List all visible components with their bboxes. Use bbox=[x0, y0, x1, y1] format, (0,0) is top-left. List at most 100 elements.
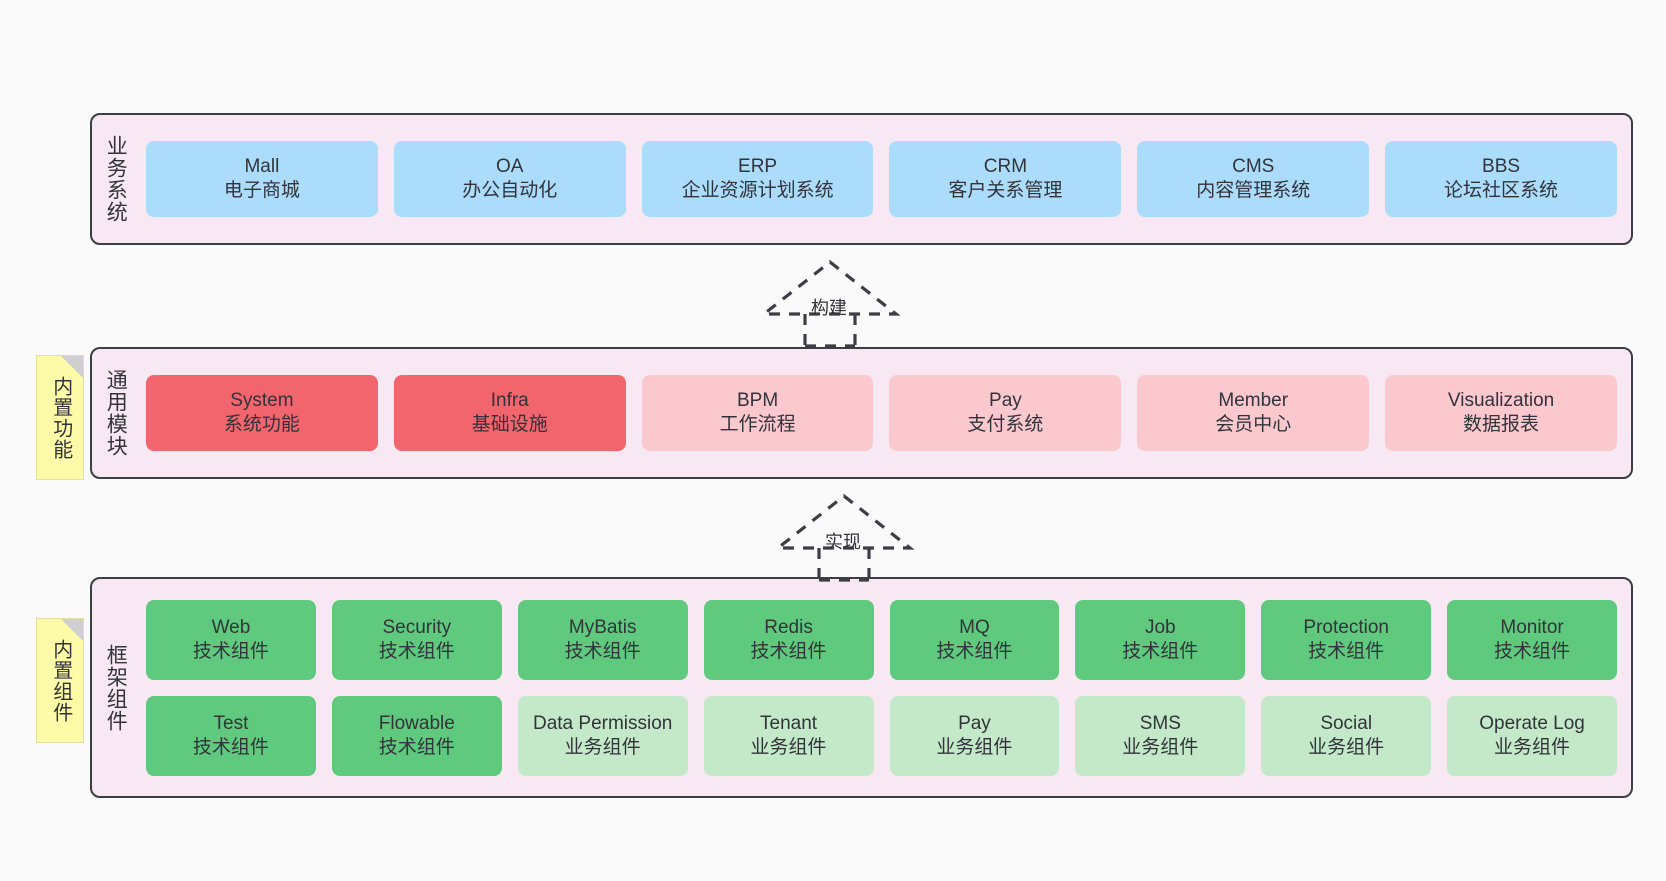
connector-build-arrow bbox=[759, 259, 901, 348]
card-title: Web bbox=[211, 616, 251, 638]
card-title: Protection bbox=[1303, 616, 1389, 638]
card-job[interactable]: Job 技术组件 bbox=[1075, 599, 1246, 680]
connector-build-label: 构建 bbox=[811, 298, 847, 318]
card-subtitle: 技术组件 bbox=[378, 640, 455, 662]
card-subtitle: 技术组件 bbox=[192, 640, 269, 662]
card-title: Social bbox=[1320, 712, 1373, 734]
card-subtitle: 数据报表 bbox=[1463, 414, 1540, 435]
card-row: Web 技术组件 Security 技术组件 MyBatis 技术组件 Redi… bbox=[146, 599, 1617, 680]
card-subtitle: 技术组件 bbox=[1494, 640, 1571, 662]
card-title: Operate Log bbox=[1479, 712, 1585, 734]
note-fold-corner-icon bbox=[61, 356, 83, 378]
card-title: BPM bbox=[736, 390, 779, 412]
layer-framework-components: 框架组件 Web 技术组件 Security 技术组件 MyBatis 技术组件… bbox=[90, 577, 1633, 798]
card-title: CRM bbox=[983, 156, 1028, 178]
card-protection[interactable]: Protection 技术组件 bbox=[1261, 599, 1432, 680]
card-cms[interactable]: CMS 内容管理系统 bbox=[1137, 141, 1370, 217]
card-title: Infra bbox=[490, 390, 529, 412]
card-operate-log[interactable]: Operate Log 业务组件 bbox=[1447, 695, 1617, 776]
card-pay-component[interactable]: Pay 业务组件 bbox=[889, 695, 1060, 776]
card-title: Pay bbox=[989, 390, 1022, 412]
card-title: Flowable bbox=[378, 712, 455, 734]
card-tenant[interactable]: Tenant 业务组件 bbox=[703, 695, 874, 776]
card-bpm[interactable]: BPM 工作流程 bbox=[641, 375, 874, 451]
card-infra[interactable]: Infra 基础设施 bbox=[393, 375, 626, 451]
card-member[interactable]: Member 会员中心 bbox=[1137, 375, 1370, 451]
card-system[interactable]: System 系统功能 bbox=[146, 375, 378, 451]
card-test[interactable]: Test 技术组件 bbox=[146, 695, 316, 776]
card-title: Pay bbox=[958, 712, 991, 734]
card-title: System bbox=[230, 390, 294, 412]
layer-business-systems: 业务系统 Mall 电子商城 OA 办公自动化 ERP 企业资源计划系统 CRM… bbox=[90, 113, 1633, 245]
layer-body-common-modules: System 系统功能 Infra 基础设施 BPM 工作流程 Pay 支付系统… bbox=[138, 349, 1631, 477]
card-subtitle: 内容管理系统 bbox=[1196, 180, 1311, 201]
note-label: 内置组件 bbox=[49, 638, 72, 723]
card-subtitle: 技术组件 bbox=[192, 736, 269, 758]
card-subtitle: 技术组件 bbox=[378, 736, 455, 758]
card-title: MyBatis bbox=[568, 616, 637, 638]
card-row: System 系统功能 Infra 基础设施 BPM 工作流程 Pay 支付系统… bbox=[146, 375, 1617, 451]
card-data-permission[interactable]: Data Permission 业务组件 bbox=[517, 695, 688, 776]
card-bbs[interactable]: BBS 论坛社区系统 bbox=[1385, 141, 1617, 217]
card-title: Mall bbox=[244, 156, 280, 178]
card-web[interactable]: Web 技术组件 bbox=[146, 599, 316, 680]
card-subtitle: 支付系统 bbox=[967, 414, 1044, 435]
layer-label-common-modules: 通用模块 bbox=[104, 369, 128, 457]
card-subtitle: 技术组件 bbox=[936, 640, 1013, 662]
card-redis[interactable]: Redis 技术组件 bbox=[703, 599, 874, 680]
card-title: ERP bbox=[738, 156, 778, 178]
card-subtitle: 业务组件 bbox=[1494, 736, 1571, 758]
card-title: MQ bbox=[959, 616, 990, 638]
card-subtitle: 电子商城 bbox=[223, 180, 300, 201]
note-fold-corner-icon bbox=[61, 619, 83, 641]
card-title: Redis bbox=[764, 616, 813, 638]
card-subtitle: 业务组件 bbox=[750, 736, 827, 758]
card-visualization[interactable]: Visualization 数据报表 bbox=[1385, 375, 1617, 451]
note-label: 内置功能 bbox=[49, 375, 72, 460]
card-monitor[interactable]: Monitor 技术组件 bbox=[1447, 599, 1617, 680]
connector-implement-label: 实现 bbox=[825, 532, 861, 552]
card-sms[interactable]: SMS 业务组件 bbox=[1075, 695, 1246, 776]
card-title: Security bbox=[382, 616, 452, 638]
card-title: Test bbox=[213, 712, 249, 734]
card-title: Data Permission bbox=[532, 712, 673, 734]
card-subtitle: 办公自动化 bbox=[462, 180, 558, 201]
card-oa[interactable]: OA 办公自动化 bbox=[393, 141, 626, 217]
card-title: Tenant bbox=[760, 712, 818, 734]
layer-body-business-systems: Mall 电子商城 OA 办公自动化 ERP 企业资源计划系统 CRM 客户关系… bbox=[138, 115, 1631, 243]
layer-body-framework-components: Web 技术组件 Security 技术组件 MyBatis 技术组件 Redi… bbox=[138, 579, 1631, 796]
card-subtitle: 论坛社区系统 bbox=[1444, 180, 1559, 201]
card-subtitle: 会员中心 bbox=[1215, 414, 1292, 435]
card-social[interactable]: Social 业务组件 bbox=[1261, 695, 1432, 776]
card-title: Member bbox=[1218, 390, 1289, 412]
connector-implement-arrow bbox=[773, 493, 915, 582]
card-title: SMS bbox=[1139, 712, 1181, 734]
card-flowable[interactable]: Flowable 技术组件 bbox=[331, 695, 502, 776]
card-subtitle: 工作流程 bbox=[719, 414, 796, 435]
card-pay-module[interactable]: Pay 支付系统 bbox=[889, 375, 1122, 451]
layer-common-modules: 通用模块 System 系统功能 Infra 基础设施 BPM 工作流程 Pay… bbox=[90, 347, 1633, 479]
card-security[interactable]: Security 技术组件 bbox=[331, 599, 502, 680]
layer-label-business-systems: 业务系统 bbox=[104, 135, 128, 223]
card-subtitle: 业务组件 bbox=[936, 736, 1013, 758]
card-subtitle: 业务组件 bbox=[564, 736, 641, 758]
card-subtitle: 业务组件 bbox=[1122, 736, 1199, 758]
note-builtin-components: 内置组件 bbox=[36, 618, 84, 743]
card-subtitle: 技术组件 bbox=[750, 640, 827, 662]
card-title: Job bbox=[1144, 616, 1176, 638]
card-subtitle: 技术组件 bbox=[1308, 640, 1385, 662]
card-row: Test 技术组件 Flowable 技术组件 Data Permission … bbox=[146, 695, 1617, 776]
card-subtitle: 客户关系管理 bbox=[948, 180, 1063, 201]
card-mall[interactable]: Mall 电子商城 bbox=[146, 141, 378, 217]
card-mq[interactable]: MQ 技术组件 bbox=[889, 599, 1060, 680]
card-title: Visualization bbox=[1447, 390, 1555, 412]
card-row: Mall 电子商城 OA 办公自动化 ERP 企业资源计划系统 CRM 客户关系… bbox=[146, 141, 1617, 217]
card-mybatis[interactable]: MyBatis 技术组件 bbox=[517, 599, 688, 680]
layer-label-framework-components: 框架组件 bbox=[104, 643, 128, 732]
card-subtitle: 系统功能 bbox=[223, 414, 300, 435]
card-erp[interactable]: ERP 企业资源计划系统 bbox=[641, 141, 874, 217]
note-builtin-functions: 内置功能 bbox=[36, 355, 84, 480]
card-title: Monitor bbox=[1500, 616, 1564, 638]
card-crm[interactable]: CRM 客户关系管理 bbox=[889, 141, 1122, 217]
